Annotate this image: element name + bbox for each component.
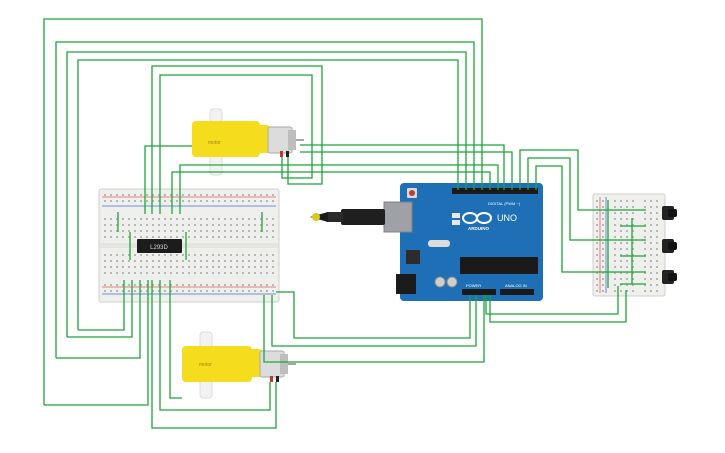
wiring bbox=[43, 18, 646, 429]
usb-port bbox=[383, 201, 413, 233]
digital-label: DIGITAL (PWM ~) bbox=[488, 201, 521, 206]
wire bbox=[300, 151, 513, 190]
power-label: POWER bbox=[466, 283, 481, 288]
motor-top-label: motor bbox=[208, 140, 221, 146]
arduino-model: UNO bbox=[497, 213, 517, 223]
breadboard-main bbox=[98, 188, 280, 303]
wire bbox=[159, 74, 313, 214]
wire bbox=[66, 51, 467, 337]
breadboard-small bbox=[592, 193, 666, 297]
wire bbox=[485, 286, 619, 315]
analog-label: ANALOG IN bbox=[505, 283, 527, 288]
digital-header bbox=[452, 188, 538, 194]
wire bbox=[144, 145, 192, 214]
wire bbox=[169, 280, 182, 399]
wire bbox=[151, 280, 277, 429]
wire bbox=[519, 149, 620, 211]
wire bbox=[171, 171, 491, 214]
wire bbox=[527, 157, 620, 241]
wire bbox=[44, 280, 149, 406]
arduino-logo bbox=[462, 212, 492, 224]
wire bbox=[67, 280, 133, 338]
analog-header bbox=[500, 289, 534, 295]
wire bbox=[159, 280, 271, 411]
wire bbox=[263, 295, 485, 363]
wire bbox=[78, 280, 125, 331]
wire bbox=[151, 65, 323, 214]
wire bbox=[276, 291, 471, 339]
chip-label: L293D bbox=[150, 245, 168, 251]
motor-top[interactable]: motor bbox=[192, 108, 304, 176]
usb-cable bbox=[310, 209, 385, 225]
motor-bottom[interactable]: motor bbox=[182, 331, 296, 399]
wire bbox=[535, 165, 620, 273]
arduino-brand: ARDUINO bbox=[468, 226, 489, 231]
l293d-chip[interactable]: L293D bbox=[137, 239, 182, 253]
power-header bbox=[462, 289, 496, 295]
wire bbox=[77, 59, 459, 330]
wire bbox=[179, 164, 499, 214]
wire bbox=[489, 290, 627, 323]
wire bbox=[43, 18, 483, 405]
push-button-2[interactable] bbox=[662, 239, 677, 253]
microcontroller bbox=[460, 257, 538, 274]
arduino-uno[interactable]: UNO ARDUINO DIGITAL (PWM ~) POWER ANALOG… bbox=[383, 183, 543, 301]
wire bbox=[55, 41, 475, 358]
push-button-1[interactable] bbox=[662, 206, 677, 220]
wire bbox=[300, 144, 505, 190]
wire bbox=[56, 280, 141, 359]
motor-bottom-label: motor bbox=[199, 362, 212, 368]
wire bbox=[271, 295, 477, 347]
push-button-3[interactable] bbox=[662, 270, 677, 284]
power-jack bbox=[396, 274, 416, 294]
